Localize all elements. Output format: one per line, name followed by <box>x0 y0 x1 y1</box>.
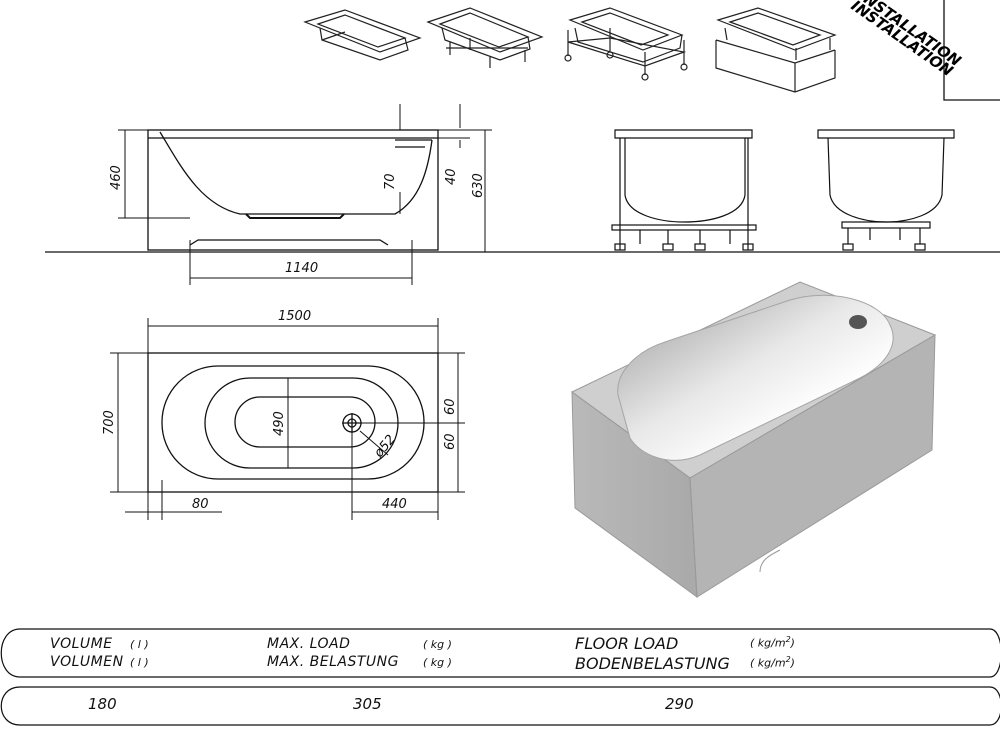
front-view-on-frame <box>611 129 757 251</box>
side-view-dimensions <box>118 104 492 285</box>
load-unit-2: ( kg ) <box>423 656 452 669</box>
dim-drain-edge-1: 60 <box>443 398 458 415</box>
floor-label-de: BODENBELASTUNG <box>575 654 730 673</box>
dim-length: 1500 <box>278 309 311 324</box>
side-view-section <box>147 129 439 251</box>
floor-value: 290 <box>665 695 694 713</box>
installation-icon-built-in <box>303 9 422 61</box>
floor-unit-2: ( kg/m2) <box>750 655 795 670</box>
technical-drawing: INSTALLATION INSTALLATION 460 70 40 630 … <box>45 0 1000 599</box>
dim-width: 700 <box>102 410 117 435</box>
bathtub-3d-render <box>571 281 937 599</box>
installation-icon-on-legs <box>426 7 544 68</box>
load-value: 305 <box>353 695 382 713</box>
floor-unit-1: ( kg/m2) <box>750 635 795 650</box>
volume-label-de: VOLUMEN <box>50 654 124 670</box>
dim-drain-from-right: 440 <box>382 497 407 512</box>
volume-value: 180 <box>88 695 117 713</box>
dim-left-offset: 80 <box>192 497 209 512</box>
load-label-en: MAX. LOAD <box>267 636 351 652</box>
floor-label-en: FLOOR LOAD <box>575 634 679 653</box>
dim-total-height: 630 <box>471 173 486 198</box>
specs-labels-row: VOLUME VOLUMEN ( l ) ( l ) MAX. LOAD MAX… <box>0 628 1000 678</box>
dim-depth-overflow: 70 <box>383 173 398 190</box>
specs-values-row: 180 305 290 <box>0 686 1000 726</box>
load-label-de: MAX. BELASTUNG <box>267 654 399 670</box>
volume-label-en: VOLUME <box>50 636 113 652</box>
top-view-dimensions <box>110 318 465 520</box>
dim-inner-width: 490 <box>272 411 287 436</box>
load-unit-1: ( kg ) <box>423 638 452 651</box>
front-view-on-legs <box>817 129 955 251</box>
volume-unit-2: ( l ) <box>130 656 149 669</box>
dim-bottom-length: 1140 <box>285 261 318 276</box>
dim-drain-edge-2: 60 <box>443 433 458 450</box>
dim-rim-thickness: 40 <box>444 168 459 185</box>
volume-unit-1: ( l ) <box>130 638 149 651</box>
installation-icon-with-panel <box>715 7 837 93</box>
dim-height-rim: 460 <box>109 165 124 190</box>
installation-label: INSTALLATION INSTALLATION <box>848 0 1000 101</box>
dim-drain-diameter: ø52 <box>371 432 399 461</box>
installation-icon-on-frame <box>564 7 688 81</box>
specs-labels-frame <box>0 628 1000 678</box>
specs-values-frame <box>0 686 1000 726</box>
